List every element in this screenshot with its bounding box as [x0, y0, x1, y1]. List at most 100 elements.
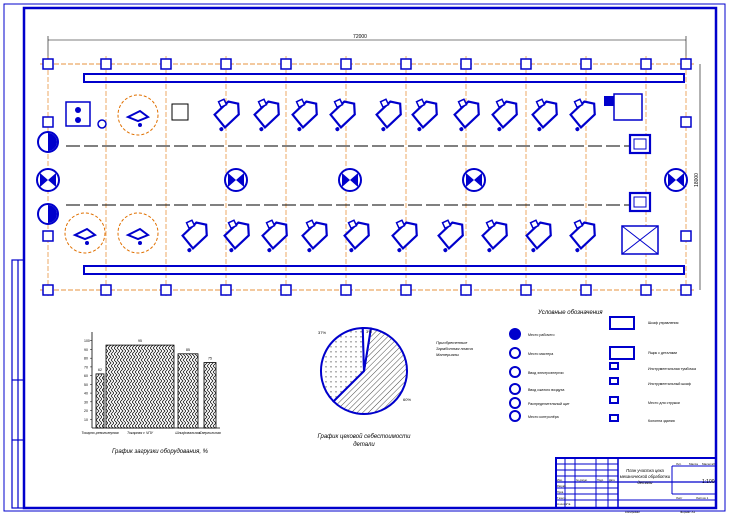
column-icon [460, 58, 472, 70]
column-icon [160, 58, 172, 70]
container-inner [633, 138, 647, 150]
power-input-icon [36, 168, 60, 192]
machine-head [495, 98, 506, 109]
legend-symbol-icon [509, 410, 521, 422]
machine-body [301, 221, 328, 251]
column-icon [42, 230, 54, 242]
machine-body [411, 100, 438, 130]
legend-symbol-icon [609, 414, 619, 422]
worker-place-icon [349, 248, 354, 253]
legend-item-label: Колонна здания [648, 419, 675, 423]
pie-slice [320, 326, 366, 403]
legend-symbol-icon [609, 362, 619, 370]
machine-body [531, 100, 558, 130]
machine-head [257, 98, 268, 109]
pie-label-main: 60% [403, 397, 411, 402]
y-tick-label: 90 [84, 348, 88, 352]
column-icon [400, 58, 412, 70]
column-icon [42, 116, 54, 128]
stamp-sheets: Листов 1 [696, 496, 709, 500]
stamp-copied: Копировал [625, 510, 640, 514]
legend-item-label: Ввод сжатого воздуха [528, 388, 564, 392]
worker-place-icon [85, 241, 89, 245]
column-icon [280, 58, 292, 70]
machine-body [261, 221, 288, 251]
y-tick-label: 10 [84, 418, 88, 422]
machine-head [217, 98, 228, 109]
crane-rail-bottom [83, 265, 685, 275]
machine-icon [437, 219, 464, 253]
building-axes [40, 56, 694, 296]
machine-head [395, 219, 406, 230]
worker-place-icon [259, 127, 264, 132]
column-icon [460, 284, 472, 296]
machine-head [295, 98, 306, 109]
column-icon [340, 284, 352, 296]
worker-place-icon [397, 248, 402, 253]
measuring-table [171, 103, 189, 121]
machine-body [569, 100, 596, 130]
distribution-panel-icon [604, 96, 614, 106]
stamp-title-1: План участка цеха [626, 468, 664, 473]
machine-icon [375, 98, 402, 132]
pie-slice [332, 327, 408, 415]
legend-item-label: Инструментальный шкаф [648, 382, 691, 386]
bar [203, 362, 217, 429]
stamp-h-3: Подп. [597, 478, 604, 482]
machine-body [291, 100, 318, 130]
bar-value-label: 75 [208, 357, 212, 361]
machine-body [329, 100, 356, 130]
pie-legend-2: Материалы [436, 352, 459, 357]
load-chart-title: График загрузки оборудования, % [112, 449, 209, 455]
worker-place-icon [537, 127, 542, 132]
legend-symbol-icon [509, 397, 521, 409]
legend-symbol-icon [609, 396, 619, 404]
robot-reach-zone [64, 212, 106, 254]
worker-place-icon [307, 248, 312, 253]
column-icon [220, 58, 232, 70]
stamp-sheet: Лист [676, 496, 683, 500]
inner-frame [22, 6, 718, 510]
column-icon [520, 284, 532, 296]
legend: Условные обозначения Место рабочегоШкаф … [509, 310, 696, 423]
worker-place-icon [381, 127, 386, 132]
worker-place-icon [417, 127, 422, 132]
machine-head [347, 219, 358, 230]
air-input-icon [37, 203, 59, 225]
robot-workstation [117, 212, 159, 254]
machine-head [379, 98, 390, 109]
machine-body [343, 221, 370, 251]
y-tick-label: 50 [84, 383, 88, 387]
machine-icon [481, 219, 508, 253]
stamp-mass: Масса [689, 462, 698, 466]
machine-icon [343, 219, 370, 253]
bar [177, 353, 199, 429]
machine-icon [525, 219, 552, 253]
air-input-icon [37, 131, 59, 153]
robot-reach-zone [117, 212, 159, 254]
robot-workstation [64, 212, 106, 254]
gate-half [48, 133, 57, 151]
dimension-width-label: 72000 [353, 34, 367, 40]
machine-icon [223, 219, 250, 253]
robot-reach-zone [117, 94, 159, 136]
legend-item-label: Место мастера [528, 352, 553, 356]
machine-head [485, 219, 496, 230]
column-icon [680, 230, 692, 242]
load-chart: 10203040506070809010062Токарно-револьвер… [81, 332, 221, 455]
cost-chart: 37% 3% 60% Приобретенные Заработная плат… [317, 326, 474, 448]
robot-workstation [117, 94, 159, 136]
stamp-h-2: № докум. [576, 479, 588, 482]
stamp-h-0: Изм. [557, 478, 563, 482]
machine-icon [253, 98, 280, 132]
stamp-format: Формат A1 [680, 510, 695, 514]
machine-head [529, 219, 540, 230]
machine-head [441, 219, 452, 230]
gates [36, 131, 688, 225]
legend-item-label: Место для стружки [648, 401, 680, 405]
stamp-scale: 1:100 [702, 479, 715, 485]
machine-body [491, 100, 518, 130]
power-input-icon [462, 168, 486, 192]
machine-icon [213, 98, 240, 132]
cabinet-knob [75, 107, 81, 113]
